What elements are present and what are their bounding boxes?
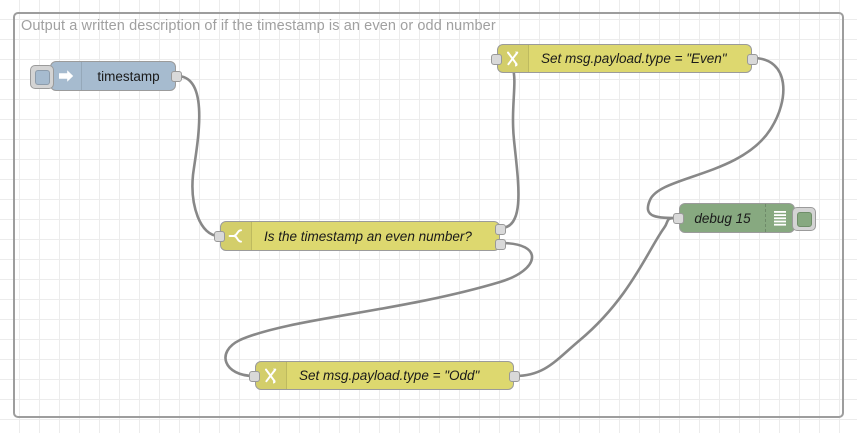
- debug-toggle-indicator: [796, 211, 812, 227]
- flow-group-box[interactable]: [13, 12, 844, 418]
- inject-node-timestamp[interactable]: timestamp: [30, 61, 182, 91]
- node-label: Is the timestamp an even number?: [264, 228, 472, 244]
- node-label: timestamp: [97, 68, 160, 84]
- debug-node-15[interactable]: debug 15: [673, 203, 816, 233]
- node-input-port[interactable]: [673, 213, 684, 224]
- node-input-port[interactable]: [491, 53, 502, 65]
- inject-trigger-button[interactable]: [30, 65, 54, 89]
- change-node-set-odd[interactable]: Set msg.payload.type = "Odd": [249, 361, 520, 390]
- debug-toggle-button[interactable]: [792, 207, 816, 231]
- node-input-port[interactable]: [249, 370, 260, 382]
- node-output-port[interactable]: [747, 53, 758, 65]
- change-node-set-even[interactable]: Set msg.payload.type = "Even": [491, 44, 758, 73]
- node-label: Set msg.payload.type = "Even": [541, 51, 727, 66]
- node-label: debug 15: [694, 210, 751, 226]
- node-output-port-1[interactable]: [495, 224, 506, 235]
- node-output-port[interactable]: [509, 370, 520, 382]
- node-output-port-2[interactable]: [495, 239, 506, 250]
- debug-lines-icon: [765, 204, 794, 232]
- inject-trigger-indicator: [34, 69, 50, 85]
- change-swap-icon: [498, 45, 529, 72]
- change-swap-icon: [256, 362, 287, 389]
- node-output-port[interactable]: [171, 71, 182, 82]
- arrow-right-icon: [51, 62, 82, 90]
- flow-group-label: Output a written description of if the t…: [21, 18, 496, 34]
- switch-node-even-check[interactable]: Is the timestamp an even number?: [214, 221, 506, 251]
- node-label: Set msg.payload.type = "Odd": [299, 368, 480, 383]
- switch-braces-icon: [221, 222, 252, 250]
- node-input-port[interactable]: [214, 231, 225, 242]
